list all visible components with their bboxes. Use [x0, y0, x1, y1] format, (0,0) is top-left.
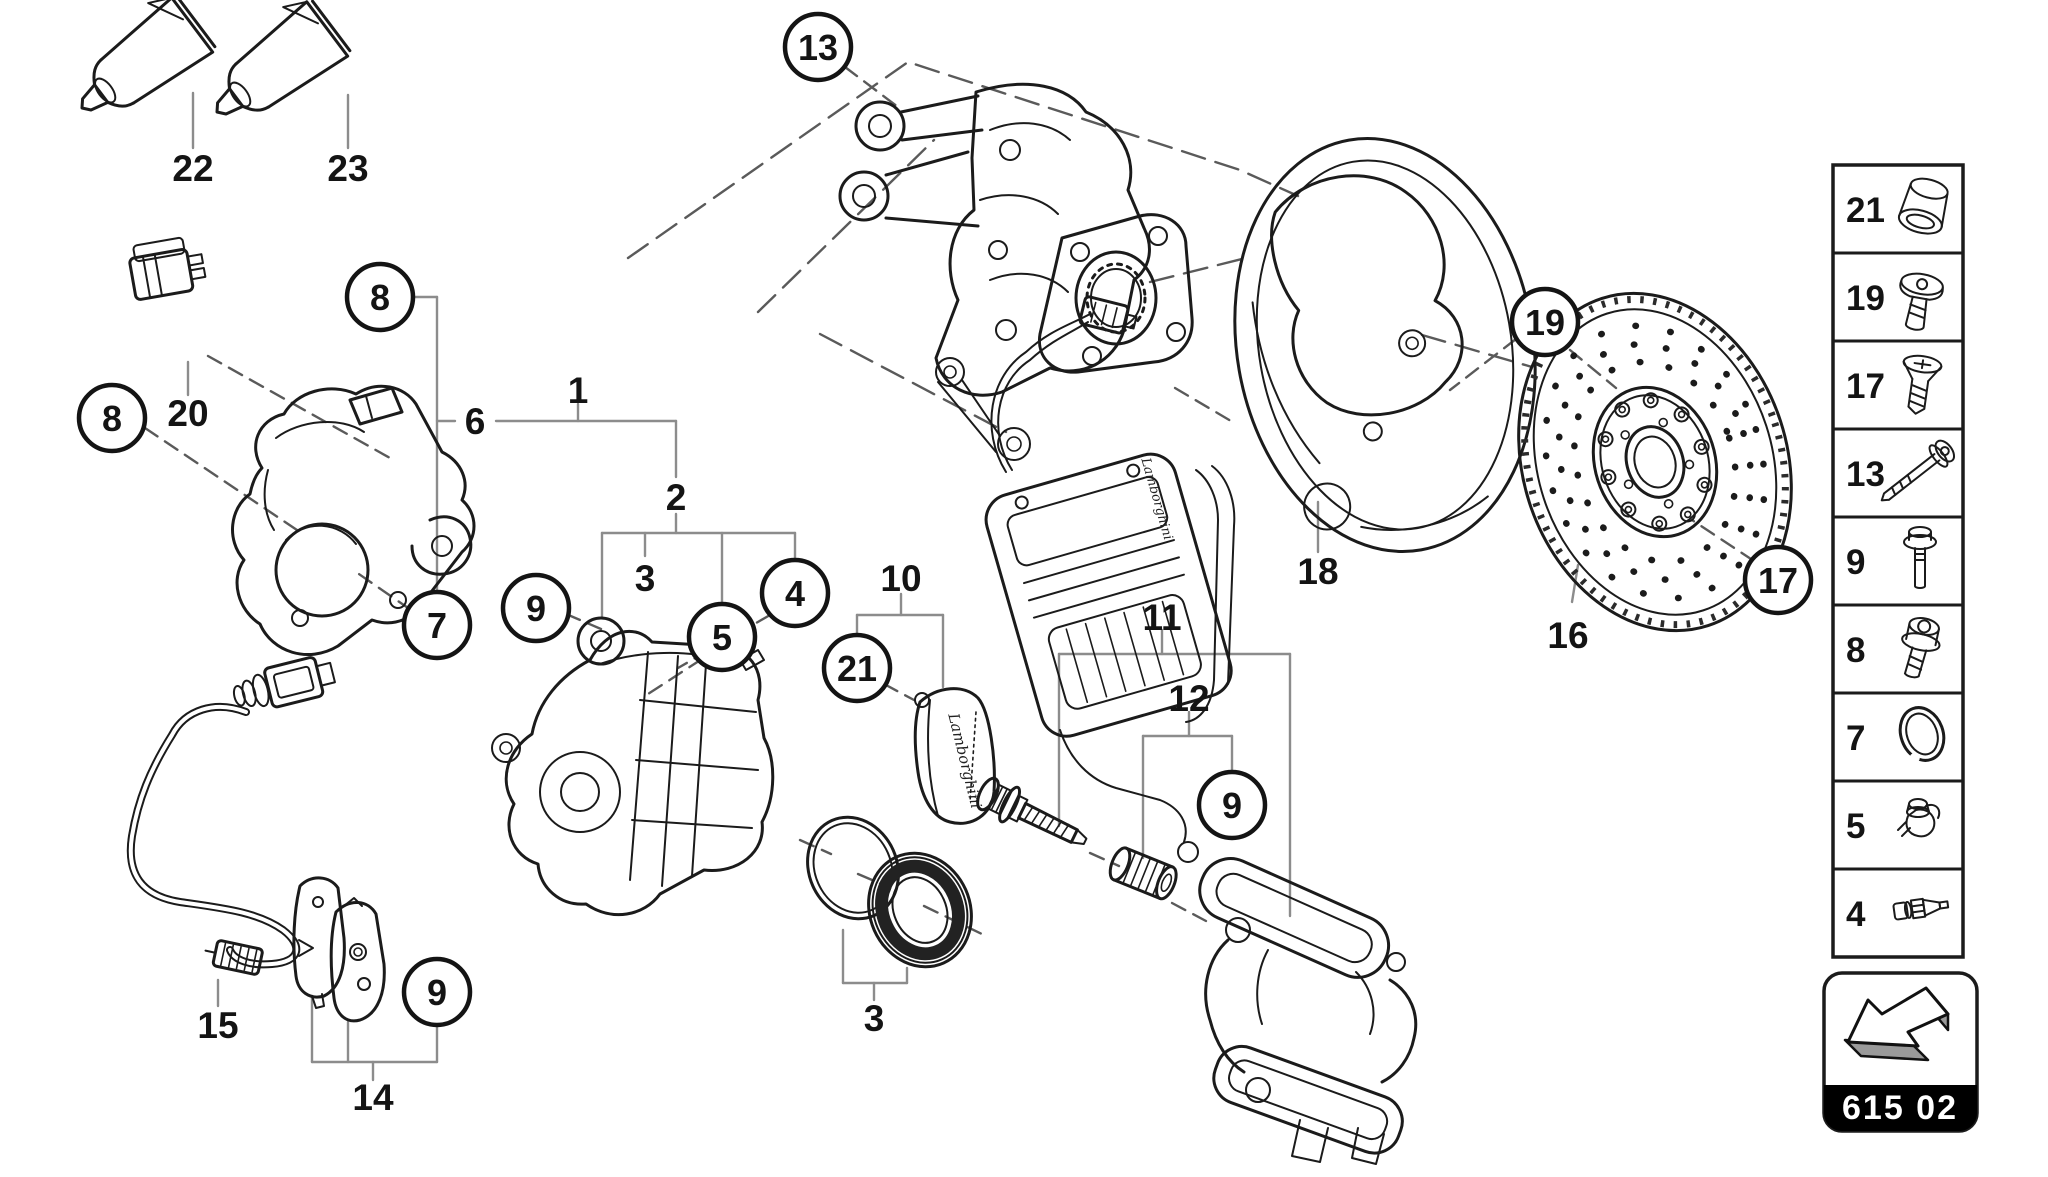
svg-text:21: 21 [1846, 191, 1885, 230]
pan-head-screw-icon [1899, 272, 1944, 331]
direction-arrow-icon [1843, 986, 1950, 1062]
svg-text:7: 7 [427, 605, 447, 646]
svg-text:8: 8 [370, 277, 390, 318]
svg-text:9: 9 [1222, 785, 1242, 826]
sealant-tube-22-drawing [80, 0, 217, 112]
svg-text:7: 7 [1846, 719, 1865, 758]
callouts-circled: 13 8 8 7 9 4 5 21 19 17 9 9 [76, 11, 1814, 1028]
legend-row-17[interactable]: 17 [1846, 354, 1943, 417]
long-bolt-icon [1880, 439, 1956, 502]
wear-sensor-drawing [126, 656, 336, 976]
legend-row-8[interactable]: 8 [1846, 615, 1944, 682]
part-number-label-14[interactable]: 14 [352, 1077, 394, 1118]
part-number-label-15[interactable]: 15 [197, 1005, 238, 1046]
socket-head-bolt-icon [1901, 617, 1941, 679]
part-number-label-1[interactable]: 1 [568, 370, 589, 411]
badge-code-text: 615 02 [1842, 1089, 1958, 1127]
guide-pin-bolt-drawing [976, 776, 1088, 846]
callout-circle-9-pads[interactable]: 9 [401, 956, 473, 1028]
svg-text:21: 21 [837, 648, 877, 689]
assembled-caliper-drawing: Lamborghini [984, 295, 1236, 863]
svg-text:13: 13 [1846, 455, 1885, 494]
svg-text:9: 9 [427, 972, 447, 1013]
callout-circle-8-upper[interactable]: 8 [344, 261, 416, 333]
part-number-label-6[interactable]: 6 [465, 401, 486, 442]
part-number-label-18[interactable]: 18 [1297, 551, 1338, 592]
legend-row-4[interactable]: 4 [1846, 895, 1950, 934]
svg-text:9: 9 [526, 588, 546, 629]
connector-plug-20-drawing [128, 236, 207, 301]
legend-row-21[interactable]: 21 [1846, 174, 1953, 238]
bleeder-screw-icon [1892, 897, 1950, 921]
legend-row-9[interactable]: 9 [1846, 526, 1937, 589]
section-badge: 615 02 [1822, 971, 1979, 1133]
callouts-plain: 22 23 20 6 1 2 3 10 11 12 18 16 3 15 14 [167, 148, 1588, 1118]
guide-sleeve-drawing [1108, 846, 1178, 901]
part-number-label-2[interactable]: 2 [666, 477, 687, 518]
legend-table: 21 19 17 [1831, 163, 1965, 959]
badge-code-band [1824, 1085, 1977, 1131]
callout-circle-4[interactable]: 4 [759, 557, 831, 629]
part-number-label-11[interactable]: 11 [1142, 597, 1181, 638]
svg-text:8: 8 [1846, 631, 1865, 670]
svg-text:19: 19 [1846, 279, 1885, 318]
svg-text:4: 4 [1846, 895, 1866, 934]
dashed-leader-lines [143, 65, 1756, 938]
callout-circle-9-carrier[interactable]: 9 [1196, 769, 1268, 841]
legend-row-13[interactable]: 13 [1846, 437, 1958, 511]
sealant-tube-23-drawing [215, 0, 352, 116]
callout-circle-19[interactable]: 19 [1509, 286, 1581, 358]
wheel-knuckle-drawing [838, 82, 1194, 461]
part-number-label-23[interactable]: 23 [327, 148, 368, 189]
svg-text:17: 17 [1758, 560, 1798, 601]
svg-text:13: 13 [798, 27, 838, 68]
brake-disc-drawing [1517, 291, 1793, 633]
legend-row-7[interactable]: 7 [1846, 701, 1951, 766]
construction-lines [626, 60, 1534, 434]
svg-text:9: 9 [1846, 543, 1865, 582]
callout-circle-9-caliper[interactable]: 9 [500, 572, 572, 644]
svg-text:17: 17 [1846, 367, 1885, 406]
callout-circle-21[interactable]: 21 [821, 632, 893, 704]
piston-seal-rings-drawing [806, 815, 973, 969]
callout-circle-13[interactable]: 13 [782, 11, 854, 83]
callout-circle-17[interactable]: 17 [1742, 544, 1814, 616]
part-number-label-12[interactable]: 12 [1168, 678, 1209, 719]
callout-circle-8-left[interactable]: 8 [76, 382, 148, 454]
brake-caliper-drawing [491, 616, 775, 917]
countersunk-screw-icon [1902, 354, 1943, 415]
part-number-label-3-upper[interactable]: 3 [635, 558, 656, 599]
callout-circle-7[interactable]: 7 [401, 589, 473, 661]
part-number-label-3-lower[interactable]: 3 [864, 998, 885, 1039]
callout-circle-5[interactable]: 5 [686, 601, 758, 673]
svg-text:5: 5 [1846, 807, 1865, 846]
svg-text:5: 5 [712, 617, 732, 658]
legend-row-19[interactable]: 19 [1846, 271, 1945, 334]
flange-bolt-icon [1903, 526, 1937, 589]
part-number-label-16[interactable]: 16 [1547, 615, 1588, 656]
part-number-label-20[interactable]: 20 [167, 393, 208, 434]
brake-pad-set-drawing [292, 876, 386, 1023]
bleeder-valve-cap-icon [1897, 798, 1941, 838]
splash-shield-drawing [1233, 137, 1537, 553]
dust-cap-icon [1897, 177, 1949, 235]
o-ring-icon [1898, 706, 1946, 763]
caliper-carrier-drawing [1198, 857, 1418, 1165]
part-number-label-22[interactable]: 22 [172, 148, 213, 189]
svg-text:19: 19 [1525, 302, 1565, 343]
svg-text:4: 4 [785, 573, 805, 614]
legend-row-5[interactable]: 5 [1846, 798, 1941, 846]
brake-pad-drawing: Lamborghini [913, 687, 996, 825]
svg-text:8: 8 [102, 398, 122, 439]
part-number-label-10[interactable]: 10 [880, 558, 921, 599]
